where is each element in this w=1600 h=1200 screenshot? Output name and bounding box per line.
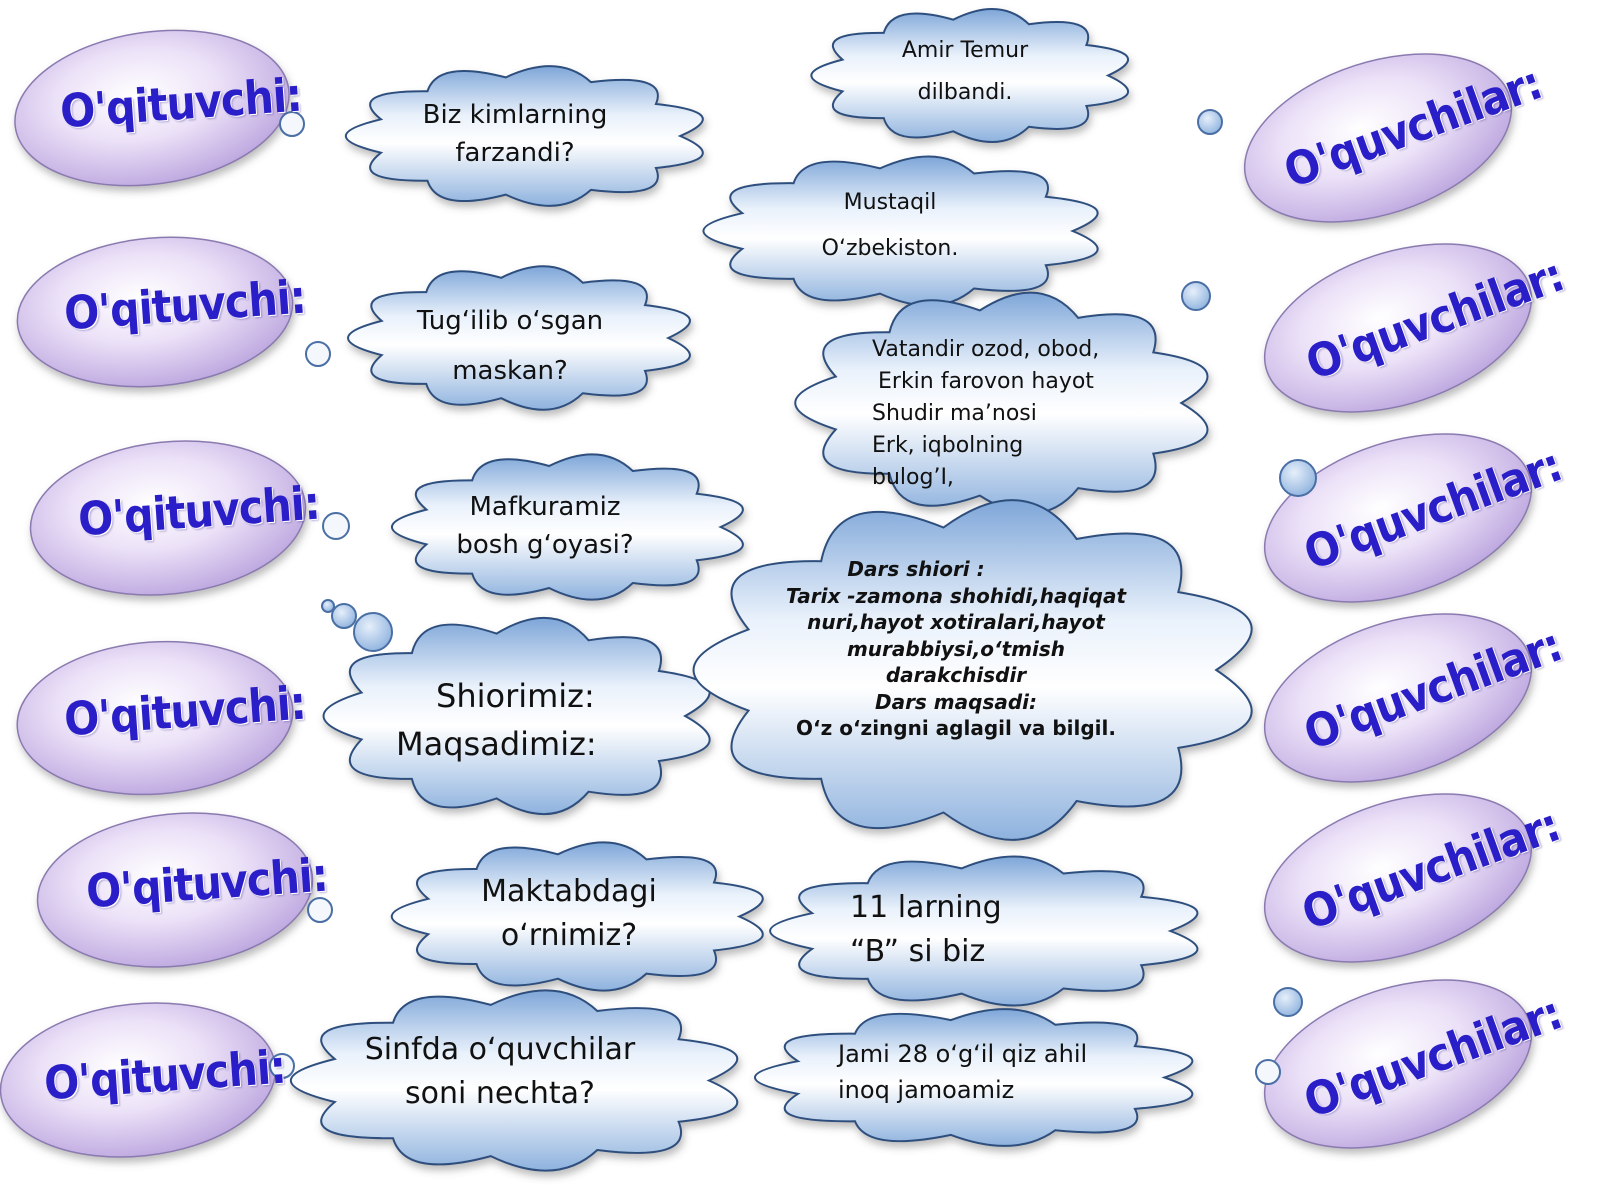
answer-class: 11 larning “B” si biz xyxy=(850,886,1090,974)
question-line: o‘rnimiz? xyxy=(500,918,638,953)
question-maktab: Maktabdagi o‘rnimiz? xyxy=(454,870,684,958)
question-line: Maqsadimiz: xyxy=(396,725,597,763)
answer-line: bulog’I, xyxy=(872,465,954,490)
motto-line: murabbiysi,o‘tmish xyxy=(846,636,1066,661)
cloud-answer-class xyxy=(769,855,1199,1007)
motto-goal: O‘z o‘zingni aglagil va bilgil. xyxy=(796,716,1116,740)
motto-heading: Dars maqsadi: xyxy=(874,689,1038,714)
cloud-answer-count xyxy=(753,1008,1194,1147)
blue-bubbles xyxy=(321,109,1317,1017)
answer-vatan: Vatandir ozod, obod, Erkin farovon hayot… xyxy=(872,334,1132,494)
cloud-question-soni xyxy=(289,989,739,1172)
cloud-shapes xyxy=(289,8,1253,1172)
answer-count: Jami 28 o‘g‘il qiz ahil inoq jamoamiz xyxy=(838,1036,1138,1108)
question-line: bosh g‘oyasi? xyxy=(456,530,634,560)
motto-line: darakchisdir xyxy=(885,663,1027,687)
cloud-question-mafkura xyxy=(391,453,744,601)
cloud-question-maskan xyxy=(347,265,691,411)
answer-amir: Amir Temur dilbandi. xyxy=(860,30,1070,114)
answer-line: Jami 28 o‘g‘il qiz ahil xyxy=(838,1040,1088,1068)
question-soni: Sinfda o‘quvchilar soni nechta? xyxy=(360,1028,640,1116)
question-line: Mafkuramiz xyxy=(469,492,621,522)
cloud-answer-mustaqil xyxy=(702,155,1099,307)
question-shior: Shiorimiz: Maqsadimiz: xyxy=(396,672,636,768)
answer-line: O‘zbekiston. xyxy=(821,236,959,261)
cloud-answer-amir xyxy=(810,8,1130,143)
question-line: soni nechta? xyxy=(405,1076,595,1111)
answer-line: Amir Temur xyxy=(901,38,1029,63)
question-mafkura: Mafkuramiz bosh g‘oyasi? xyxy=(430,488,660,564)
small-bubbles xyxy=(269,111,1281,1085)
cloud-question-kimlarning xyxy=(345,65,704,207)
question-line: Tug‘ilib o‘sgan xyxy=(416,306,604,336)
answer-line: inoq jamoamiz xyxy=(838,1076,1015,1104)
question-line: Maktabdagi xyxy=(481,874,657,909)
answer-motto: Dars shiori : Tarix -zamona shohidi,haqi… xyxy=(776,556,1136,742)
answer-line: Shudir ma’nosi xyxy=(872,401,1037,426)
question-maskan: Tug‘ilib o‘sgan maskan? xyxy=(400,296,620,396)
cloud-answer-vatan xyxy=(794,291,1209,515)
motto-heading: Dars shiori : xyxy=(847,557,985,581)
teacher-ellipses xyxy=(0,29,314,1158)
answer-line: “B” si biz xyxy=(850,934,986,969)
question-line: Biz kimlarning xyxy=(422,100,608,130)
question-line: farzandi? xyxy=(455,138,575,168)
answer-line: Erk, iqbolning xyxy=(872,433,1024,458)
cloud-question-shior xyxy=(322,616,711,816)
answer-mustaqil: Mustaqil O‘zbekiston. xyxy=(790,180,990,272)
answer-line: 11 larning xyxy=(850,890,1002,925)
answer-line: Erkin farovon hayot xyxy=(878,369,1094,394)
answer-line: Mustaqil xyxy=(843,190,937,215)
question-kimlarning: Biz kimlarning farzandi? xyxy=(400,96,630,172)
question-line: maskan? xyxy=(452,356,568,386)
cloud-question-maktab xyxy=(391,841,764,992)
student-ellipses xyxy=(1243,53,1533,1149)
answer-line: dilbandi. xyxy=(917,80,1013,105)
motto-line: nuri,hayot xotiralari,hayot xyxy=(807,610,1105,634)
motto-line: Tarix -zamona shohidi,haqiqat xyxy=(785,583,1127,608)
cloud-answer-motto xyxy=(692,499,1253,841)
question-line: Sinfda o‘quvchilar xyxy=(364,1032,636,1067)
answer-line: Vatandir ozod, obod, xyxy=(872,337,1100,362)
question-line: Shiorimiz: xyxy=(436,677,595,715)
